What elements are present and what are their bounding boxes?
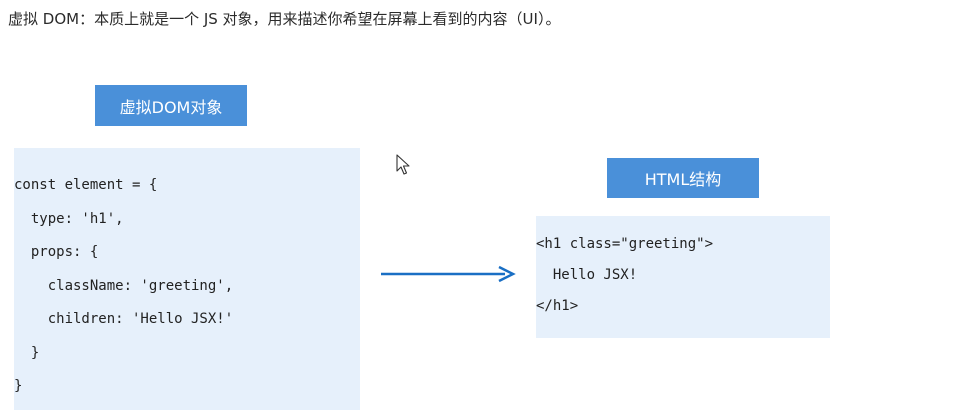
mouse-cursor-icon (396, 154, 410, 175)
code-line: } (14, 378, 23, 394)
code-line: props: { (14, 244, 99, 260)
intro-text: 虚拟 DOM：本质上就是一个 JS 对象，用来描述你希望在屏幕上看到的内容（UI… (8, 10, 561, 28)
code-line: const element = { (14, 177, 158, 193)
code-line: <h1 class="greeting"> (536, 236, 714, 252)
arrow-right-icon (381, 265, 516, 283)
code-line: } (14, 344, 40, 361)
virtual-dom-label: 虚拟DOM对象 (95, 85, 247, 126)
code-line: children: 'Hello JSX!' (14, 311, 234, 327)
code-line: Hello JSX! (536, 267, 638, 283)
code-line: type: 'h1', (14, 210, 124, 227)
virtual-dom-code-block: const element = { type: 'h1', props: { c… (14, 148, 360, 410)
html-code-block: <h1 class="greeting"> Hello JSX! </h1> (536, 216, 830, 338)
code-line: className: 'greeting', (14, 277, 234, 294)
html-structure-label: HTML结构 (607, 158, 759, 198)
code-line: </h1> (536, 298, 579, 314)
